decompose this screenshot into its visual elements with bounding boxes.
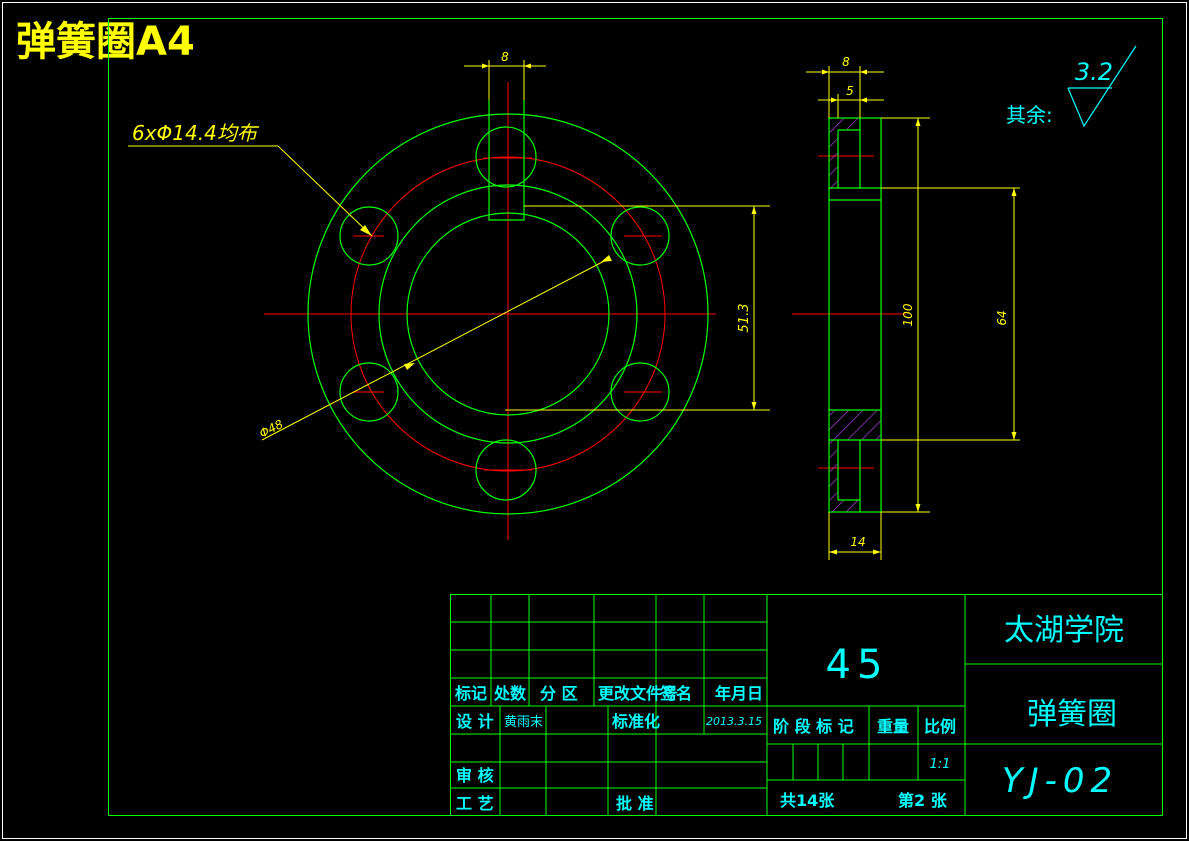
- approve-label: 批 准: [616, 794, 654, 813]
- design-date: 2013.3.15: [706, 715, 762, 728]
- section-outlines: [828, 117, 882, 513]
- designer-name: 黄雨末: [504, 715, 543, 730]
- header-zone: 分 区: [540, 684, 578, 703]
- section-hatch: [829, 118, 881, 512]
- sheet-number: 第2 张: [898, 791, 948, 810]
- keyway-height-label: 51.3: [737, 304, 752, 333]
- front-outlines: [307, 100, 709, 515]
- header-mark: 标记: [454, 684, 487, 703]
- total-sheets: 共14张: [780, 791, 835, 810]
- standard-label: 标准化: [611, 712, 660, 731]
- bore-diameter-label: Φ48: [257, 417, 286, 441]
- header-signature: 签名: [659, 684, 692, 703]
- section-inner-width-label: 5: [846, 84, 854, 98]
- school-name: 太湖学院: [1004, 613, 1124, 648]
- thickness-label: 14: [850, 535, 865, 549]
- part-name: 弹簧圈: [1027, 697, 1117, 732]
- section-view: 8 5 100 64 14: [792, 55, 1020, 560]
- keyway-slot: [488, 100, 525, 221]
- roughness-label: 其余:: [1006, 103, 1053, 127]
- inner-ring: [378, 184, 638, 444]
- scale-value: 1:1: [930, 757, 951, 772]
- bolt-hole-top: [475, 126, 537, 188]
- scale-label: 比例: [924, 717, 956, 736]
- bolt-hole-bottom: [475, 439, 537, 501]
- overall-height-label: 100: [901, 303, 915, 326]
- bolt-hole-top-right: [610, 206, 670, 266]
- front-top-width-label: 8: [501, 50, 509, 64]
- front-dimensions: [128, 60, 770, 441]
- roughness-value: 3.2: [1075, 58, 1113, 86]
- bolt-hole-bottom-left: [339, 362, 399, 422]
- drawing-number: YJ-02: [1002, 761, 1118, 801]
- section-dimensions: [806, 66, 1020, 560]
- material-label: 45: [826, 642, 889, 688]
- header-count: 处数: [493, 684, 527, 703]
- hole-note-label: 6xΦ14.4均布: [132, 121, 260, 145]
- sheet-title: 弹簧圈A4: [16, 19, 195, 65]
- header-date: 年月日: [715, 684, 763, 703]
- front-view: 8 51.3 6xΦ14.4均布 Φ48: [128, 50, 770, 540]
- stage-label: 阶 段 标 记: [773, 717, 854, 736]
- header-change-doc: 更改文件号: [598, 684, 678, 703]
- bore-circle: [406, 212, 610, 416]
- bolt-hole-top-left: [339, 206, 399, 266]
- front-center-lines: [264, 82, 716, 540]
- section-outer-width-label: 8: [842, 55, 850, 69]
- review-label: 审 核: [456, 766, 494, 785]
- design-label: 设 计: [456, 712, 494, 731]
- title-block: 45 太湖学院 弹簧圈 YJ-02 标记 处数 分 区 更改文件号 签名 年月日…: [450, 594, 1163, 816]
- bolt-hole-bottom-right: [610, 362, 670, 422]
- roughness-symbol: 3.2 其余:: [1006, 45, 1137, 128]
- inner-height-label: 64: [995, 310, 1009, 325]
- outer-circle: [307, 113, 709, 515]
- process-label: 工 艺: [456, 794, 494, 813]
- weight-label: 重量: [877, 717, 909, 736]
